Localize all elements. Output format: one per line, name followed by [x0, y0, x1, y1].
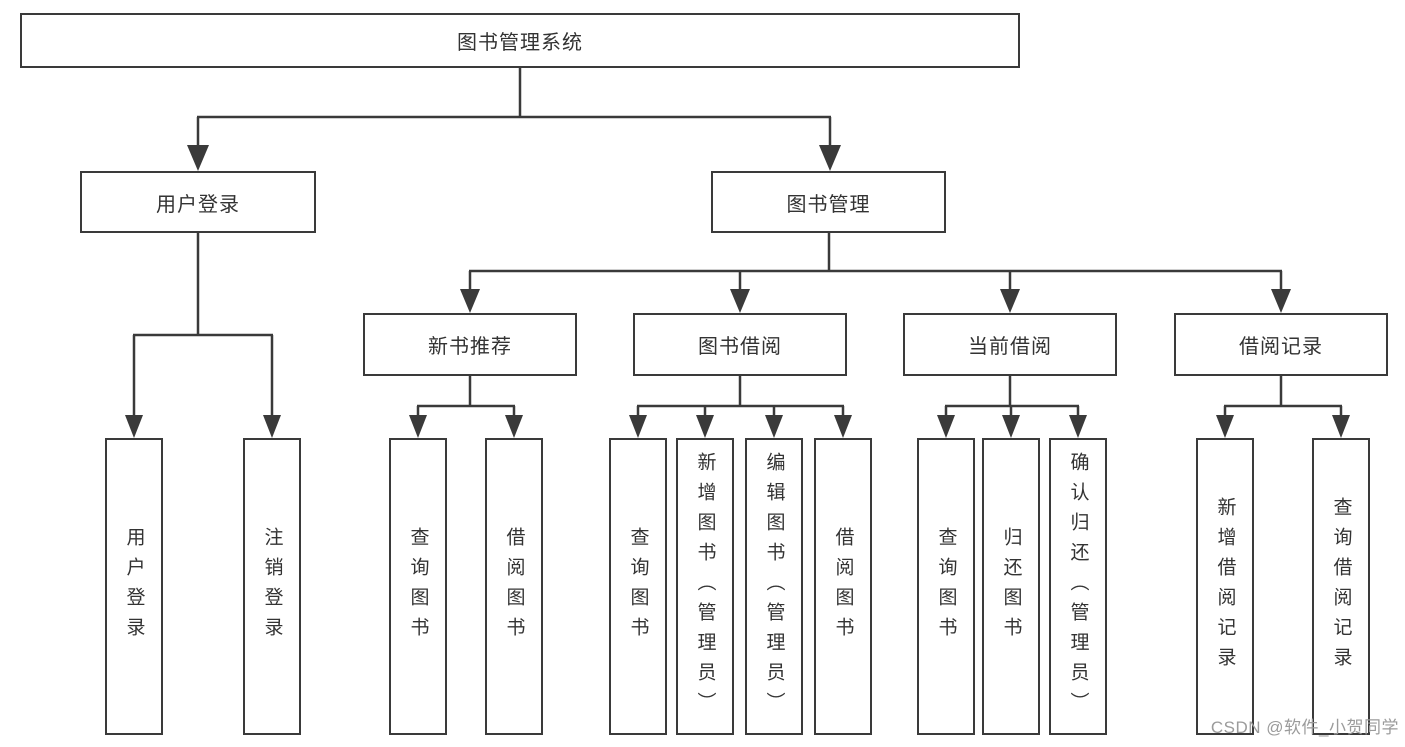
node-current-borrow-label: 当前借阅 [968, 336, 1052, 358]
connector-borrow-records-to-leaves [1216, 376, 1350, 438]
node-book-management-label: 图书管理 [786, 193, 871, 216]
connector-root-to-level2 [187, 68, 841, 171]
leaf-query-books-current: 查询图书 [917, 438, 975, 735]
node-current-borrow: 当前借阅 [903, 313, 1117, 376]
watermark-text: CSDN @软件_小贺同学 [1210, 718, 1399, 737]
leaf-query-books-recommend: 查询图书 [389, 438, 447, 735]
node-borrow-records-label: 借阅记录 [1239, 336, 1323, 358]
node-user-login: 用户登录 [80, 171, 316, 233]
connector-new-book-recommend-to-leaves [409, 376, 523, 438]
leaf-query-books-borrow-label: 查询图书 [627, 526, 649, 647]
leaf-return-book: 归还图书 [982, 438, 1040, 735]
leaf-query-books-borrow: 查询图书 [609, 438, 667, 735]
node-new-book-recommend-label: 新书推荐 [428, 336, 512, 358]
root-node-library-system: 图书管理系统 [20, 13, 1020, 68]
connector-book-management-to-level3 [460, 233, 1291, 313]
leaf-borrow-books-recommend: 借阅图书 [485, 438, 543, 735]
node-book-borrow-label: 图书借阅 [698, 336, 782, 358]
leaf-confirm-return-admin: 确认归还（管理员） [1049, 438, 1107, 735]
leaf-user-login-label: 用户登录 [123, 526, 145, 647]
connector-user-login-to-leaves [125, 233, 281, 438]
leaf-user-login: 用户登录 [105, 438, 163, 735]
node-new-book-recommend: 新书推荐 [363, 313, 577, 376]
connector-book-borrow-to-leaves [629, 376, 852, 438]
leaf-confirm-return-admin-label: 确认归还（管理员） [1067, 451, 1089, 722]
connector-current-borrow-to-leaves [937, 376, 1087, 438]
leaf-query-books-current-label: 查询图书 [935, 526, 957, 647]
node-book-borrow: 图书借阅 [633, 313, 847, 376]
leaf-query-borrow-record-label: 查询借阅记录 [1330, 496, 1352, 677]
leaf-add-book-admin-label: 新增图书（管理员） [694, 451, 716, 722]
root-node-label: 图书管理系统 [457, 32, 583, 54]
leaf-add-book-admin: 新增图书（管理员） [676, 438, 734, 735]
leaf-query-borrow-record: 查询借阅记录 [1312, 438, 1370, 735]
node-user-login-label: 用户登录 [156, 193, 240, 216]
leaf-add-borrow-record-label: 新增借阅记录 [1214, 496, 1236, 677]
leaf-borrow-books-label: 借阅图书 [832, 526, 854, 647]
leaf-borrow-books-recommend-label: 借阅图书 [503, 526, 525, 647]
leaf-query-books-recommend-label: 查询图书 [407, 526, 429, 647]
leaf-return-book-label: 归还图书 [1000, 526, 1022, 647]
node-borrow-records: 借阅记录 [1174, 313, 1388, 376]
leaf-logout-label: 注销登录 [261, 526, 283, 647]
leaf-edit-book-admin: 编辑图书（管理员） [745, 438, 803, 735]
leaf-edit-book-admin-label: 编辑图书（管理员） [763, 451, 785, 722]
leaf-borrow-books: 借阅图书 [814, 438, 872, 735]
leaf-logout: 注销登录 [243, 438, 301, 735]
leaf-add-borrow-record: 新增借阅记录 [1196, 438, 1254, 735]
node-book-management: 图书管理 [711, 171, 946, 233]
